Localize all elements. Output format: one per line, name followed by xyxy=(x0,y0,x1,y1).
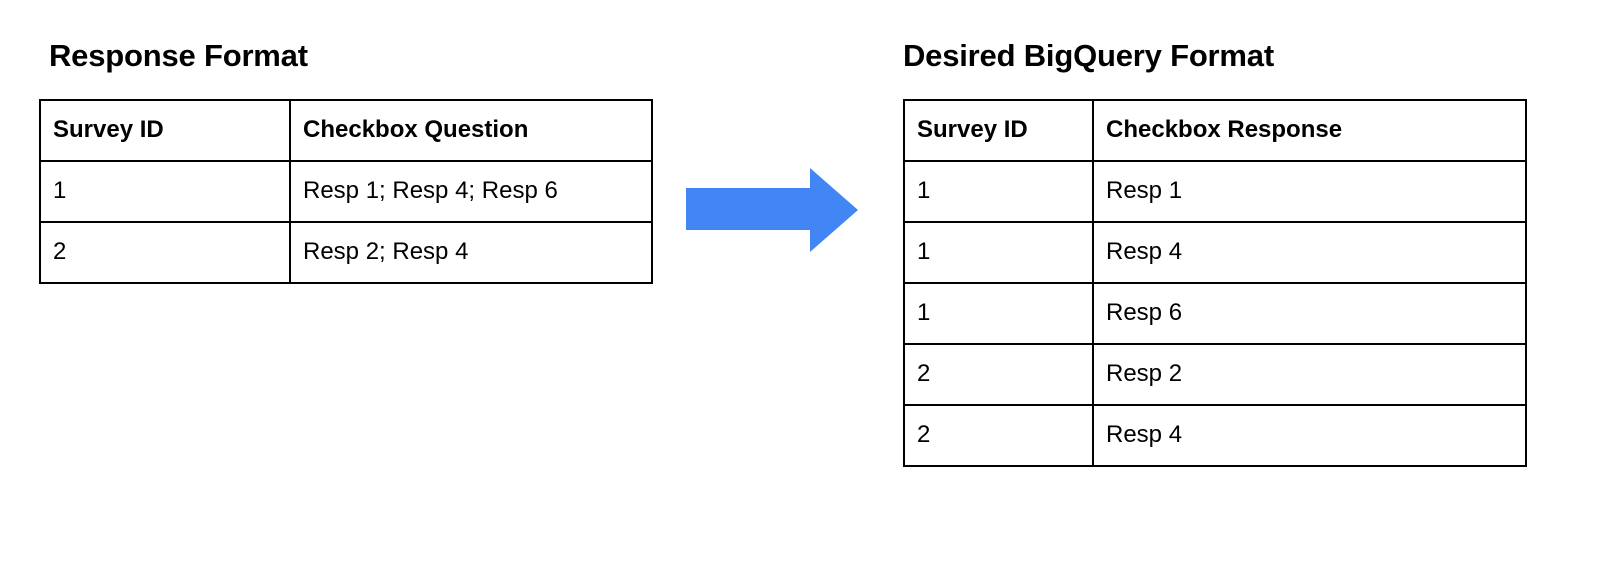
table-row: 1 Resp 4 xyxy=(903,221,1527,284)
response-format-panel: Response Format Survey ID Checkbox Quest… xyxy=(39,40,653,284)
table-row: 2 Resp 2; Resp 4 xyxy=(39,221,653,284)
response-format-table: Survey ID Checkbox Question 1 Resp 1; Re… xyxy=(39,99,653,284)
response-format-title: Response Format xyxy=(49,38,308,73)
cell-survey-id: 1 xyxy=(903,282,1094,345)
cell-survey-id: 1 xyxy=(39,160,291,223)
table-row: 1 Resp 6 xyxy=(903,282,1527,345)
cell-survey-id: 2 xyxy=(39,221,291,284)
table-row: 2 Resp 2 xyxy=(903,343,1527,406)
cell-checkbox-question: Resp 2; Resp 4 xyxy=(289,221,653,284)
cell-checkbox-response: Resp 6 xyxy=(1092,282,1527,345)
table-row: 1 Resp 1 xyxy=(903,160,1527,223)
table-header-row: Survey ID Checkbox Question xyxy=(39,99,653,162)
column-header-survey-id: Survey ID xyxy=(903,99,1094,162)
cell-survey-id: 2 xyxy=(903,343,1094,406)
cell-checkbox-question: Resp 1; Resp 4; Resp 6 xyxy=(289,160,653,223)
right-arrow-icon xyxy=(686,168,858,252)
column-header-checkbox-response: Checkbox Response xyxy=(1092,99,1527,162)
table-row: 1 Resp 1; Resp 4; Resp 6 xyxy=(39,160,653,223)
table-header-row: Survey ID Checkbox Response xyxy=(903,99,1527,162)
table-row: 2 Resp 4 xyxy=(903,404,1527,467)
bigquery-format-table: Survey ID Checkbox Response 1 Resp 1 1 R… xyxy=(903,99,1527,467)
cell-survey-id: 2 xyxy=(903,404,1094,467)
column-header-survey-id: Survey ID xyxy=(39,99,291,162)
cell-checkbox-response: Resp 4 xyxy=(1092,404,1527,467)
cell-checkbox-response: Resp 4 xyxy=(1092,221,1527,284)
bigquery-format-title: Desired BigQuery Format xyxy=(903,38,1274,73)
bigquery-format-panel: Desired BigQuery Format Survey ID Checkb… xyxy=(903,40,1527,467)
cell-survey-id: 1 xyxy=(903,221,1094,284)
cell-checkbox-response: Resp 1 xyxy=(1092,160,1527,223)
column-header-checkbox-question: Checkbox Question xyxy=(289,99,653,162)
cell-checkbox-response: Resp 2 xyxy=(1092,343,1527,406)
cell-survey-id: 1 xyxy=(903,160,1094,223)
